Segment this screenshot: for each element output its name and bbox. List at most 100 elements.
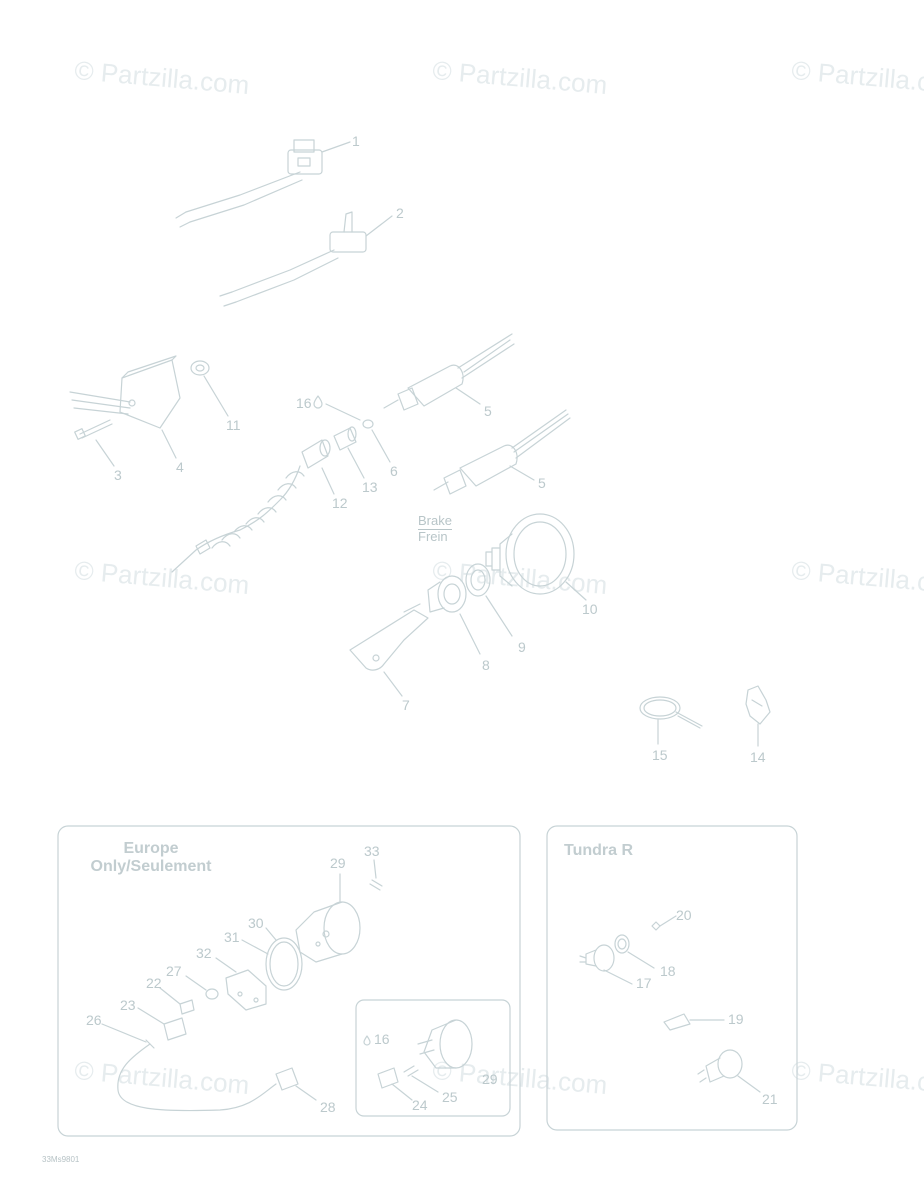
- part-15-cable-tie[interactable]: [639, 696, 703, 729]
- part-16-drop-inset[interactable]: [363, 1035, 371, 1046]
- callout-29: 29: [330, 855, 346, 871]
- callout-20: 20: [676, 907, 692, 923]
- part-32-bracket[interactable]: [225, 969, 267, 1011]
- callout-27: 27: [166, 963, 182, 979]
- callout-29: 29: [482, 1071, 498, 1087]
- callout-31: 31: [224, 929, 240, 945]
- part-2-toggle-switch[interactable]: [219, 211, 367, 307]
- callout-32: 32: [196, 945, 212, 961]
- leader-line: [371, 429, 391, 463]
- callout-12: 12: [332, 495, 348, 511]
- part-5-sensor-upper[interactable]: [383, 333, 515, 411]
- part-27-washer[interactable]: [205, 988, 219, 1000]
- callout-10: 10: [582, 601, 598, 617]
- part-12-connector[interactable]: [301, 439, 331, 469]
- part-18-ring[interactable]: [614, 934, 630, 954]
- part-3-screw[interactable]: [74, 419, 113, 440]
- part-1-switch[interactable]: [175, 139, 323, 228]
- europe-panel-title: Europe Only/Seulement: [76, 840, 226, 877]
- tundra-panel-frame: [546, 825, 798, 1131]
- part-30-o-ring[interactable]: [265, 937, 303, 991]
- europe-panel-title-line2: Only/Seulement: [90, 858, 212, 876]
- callout-23: 23: [120, 997, 136, 1013]
- callout-30: 30: [248, 915, 264, 931]
- leader-line: [215, 957, 237, 973]
- leader-line: [509, 465, 535, 481]
- callout-15: 15: [652, 747, 668, 763]
- callout-17: 17: [636, 975, 652, 991]
- leader-line: [265, 927, 277, 941]
- callout-4: 4: [176, 459, 184, 475]
- leader-line: [295, 1085, 317, 1101]
- callout-19: 19: [728, 1011, 744, 1027]
- leader-line: [659, 915, 677, 927]
- leader-line: [485, 595, 513, 637]
- callout-5: 5: [538, 475, 546, 491]
- callout-21: 21: [762, 1091, 778, 1107]
- part-17-socket[interactable]: [579, 944, 615, 972]
- callout-8: 8: [482, 657, 490, 673]
- part-28-connector[interactable]: [275, 1067, 299, 1091]
- leader-line: [321, 467, 335, 495]
- callout-26: 26: [86, 1012, 102, 1028]
- leader-line: [455, 387, 481, 405]
- callout-3: 3: [114, 467, 122, 483]
- part-7-bracket[interactable]: [349, 603, 429, 671]
- brake-label-en: Brake: [418, 513, 452, 531]
- leader-line: [161, 429, 177, 459]
- callout-16: 16: [374, 1031, 390, 1047]
- part-25-terminal[interactable]: [403, 1065, 419, 1077]
- callout-5: 5: [484, 403, 492, 419]
- part-16-grease-drop[interactable]: [313, 395, 323, 409]
- part-26-cable[interactable]: [117, 1039, 277, 1112]
- part-23-fitting[interactable]: [163, 1017, 187, 1041]
- part-8-bushing[interactable]: [427, 575, 467, 613]
- part-29-gauge-body[interactable]: [295, 901, 361, 963]
- callout-33: 33: [364, 843, 380, 859]
- leader-line: [603, 969, 633, 985]
- part-20-bulb[interactable]: [651, 921, 661, 931]
- part-14-clip[interactable]: [745, 685, 771, 725]
- diagram-reference-code: 33Ms9801: [42, 1155, 80, 1164]
- part-22-fitting[interactable]: [179, 999, 195, 1015]
- callout-28: 28: [320, 1099, 336, 1115]
- leader-line: [737, 1075, 761, 1093]
- part-10-gauge[interactable]: [485, 513, 575, 595]
- leader-line: [95, 439, 115, 467]
- europe-panel-frame: [57, 825, 521, 1137]
- part-19-clip[interactable]: [663, 1013, 691, 1031]
- part-4-junction-box[interactable]: [69, 355, 181, 429]
- part-11-nut[interactable]: [190, 360, 210, 376]
- part-13-connector[interactable]: [333, 426, 357, 451]
- callout-9: 9: [518, 639, 526, 655]
- europe-panel-title-line1: Europe: [123, 840, 179, 857]
- part-9-ring-nut[interactable]: [465, 563, 491, 597]
- callout-7: 7: [402, 697, 410, 713]
- leader-line: [159, 987, 181, 1005]
- leader-line: [383, 671, 403, 697]
- callout-25: 25: [442, 1089, 458, 1105]
- part-21-socket[interactable]: [697, 1049, 743, 1083]
- callout-18: 18: [660, 963, 676, 979]
- part-coiled-cable[interactable]: [171, 465, 305, 573]
- callout-22: 22: [146, 975, 162, 991]
- leader-line: [411, 1075, 439, 1093]
- part-33-screw[interactable]: [369, 879, 383, 891]
- part-24-terminal[interactable]: [377, 1067, 399, 1089]
- leader-line: [203, 375, 229, 417]
- part-6-washer[interactable]: [362, 419, 374, 429]
- leader-line: [347, 447, 365, 479]
- leader-line: [565, 581, 587, 601]
- part-5-sensor-lower[interactable]: [433, 409, 571, 495]
- leader-line: [373, 859, 377, 879]
- leader-line: [137, 1007, 165, 1025]
- leader-line: [321, 141, 351, 153]
- callout-11: 11: [226, 417, 241, 433]
- brake-label: Brake Frein: [418, 513, 452, 545]
- callout-6: 6: [390, 463, 398, 479]
- tundra-panel-title: Tundra R: [564, 842, 634, 859]
- part-29-gauge-inset[interactable]: [417, 1019, 473, 1069]
- leader-line: [391, 1083, 413, 1101]
- leader-line: [459, 613, 481, 655]
